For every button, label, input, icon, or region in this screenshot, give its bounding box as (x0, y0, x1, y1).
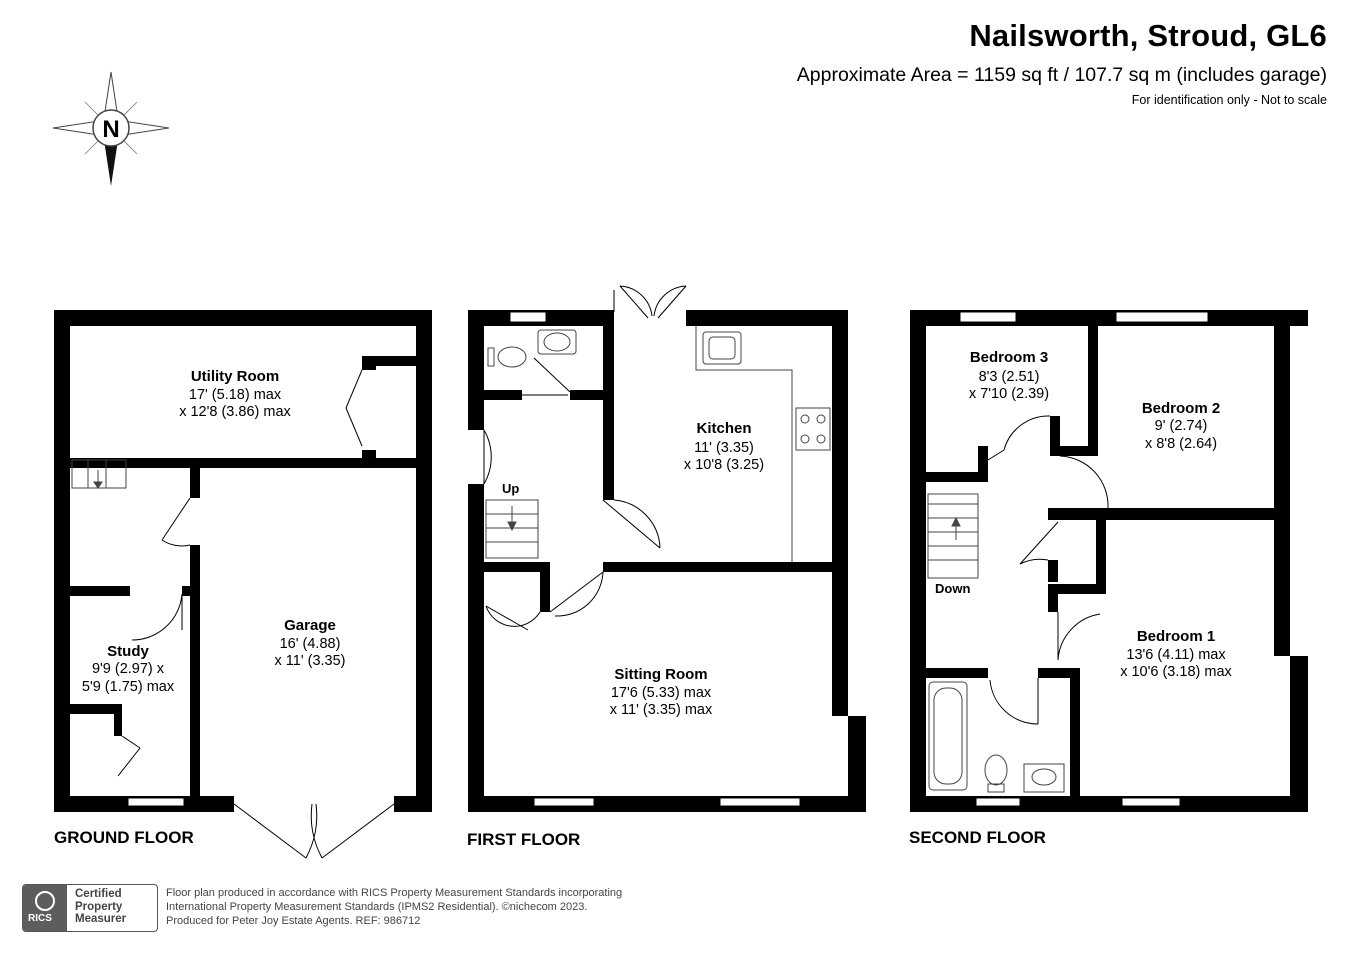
badge-text: Certified Property Measurer (75, 888, 126, 926)
sf-bed1-divider (1048, 508, 1290, 520)
rics-logo-text: RICS (28, 913, 52, 924)
gf-wall-left (54, 310, 70, 812)
first-floor-label: FIRST FLOOR (467, 830, 580, 849)
disclaimer-note: For identification only - Not to scale (1131, 93, 1327, 107)
study-dim1: 9'9 (2.97) x (92, 661, 165, 677)
bedroom3-dim1: 8'3 (2.51) (979, 369, 1040, 385)
ground-floor-plan: Utility Room 17' (5.18) max x 12'8 (3.86… (54, 310, 432, 859)
area-text: Approximate Area = 1159 sq ft / 107.7 sq… (796, 64, 1327, 86)
bedroom1-dim2: x 10'6 (3.18) max (1120, 664, 1232, 680)
gf-garage-wall-top (190, 468, 200, 498)
gf-garage-wall (190, 545, 200, 796)
garage-dim2: x 11' (3.35) (274, 653, 345, 669)
rics-logo: RICS (23, 885, 67, 931)
compass-north-label: N (102, 116, 119, 143)
gf-wall-bottom-right (394, 796, 432, 812)
sf-wall-right-top (1274, 310, 1290, 656)
rics-emblem-icon (35, 891, 55, 911)
badge-line3: Measurer (75, 913, 127, 925)
study-dim2: 5'9 (1.75) max (82, 679, 175, 695)
rics-certified-badge: RICS Certified Property Measurer (22, 884, 158, 932)
badge-line1: Certified (75, 888, 122, 900)
sitting-room-dim2: x 11' (3.35) max (610, 702, 713, 718)
ff-sitting-divider (603, 562, 832, 572)
sf-wall-bottom (910, 796, 1308, 812)
bedroom1-dim1: 13'6 (4.11) max (1126, 647, 1226, 663)
ground-floor-label: GROUND FLOOR (54, 828, 194, 847)
gf-wall-top (54, 310, 432, 326)
bedroom2-name: Bedroom 2 (1142, 400, 1220, 417)
ff-wall-left-top (468, 310, 484, 430)
garage-name: Garage (284, 617, 336, 634)
footer-line1: Floor plan produced in accordance with R… (166, 887, 623, 899)
ff-wall-bottom (468, 796, 866, 812)
ff-wall-right (832, 310, 848, 716)
ff-wall-top-right (686, 310, 848, 326)
gf-wall-right (416, 310, 432, 812)
ff-kitchen-wall (603, 310, 614, 500)
gf-cupboard-wall (70, 704, 122, 714)
second-floor-plan: Down Bedroom 3 8'3 (2.51) x 7'10 (2.39) … (909, 310, 1308, 847)
bedroom2-dim2: x 8'8 (2.64) (1145, 436, 1217, 452)
footer-notes: Floor plan produced in accordance with R… (166, 886, 622, 928)
utility-room-dim1: 17' (5.18) max (189, 387, 282, 403)
sitting-room-dim1: 17'6 (5.33) max (611, 685, 712, 701)
gf-study-wall-top (70, 586, 130, 596)
garage-dim1: 16' (4.88) (280, 636, 341, 652)
sf-bed2-wall (1088, 326, 1098, 456)
sitting-room-name: Sitting Room (614, 666, 707, 683)
badge-line2: Property (75, 900, 123, 913)
ff-stair-up-label: Up (502, 481, 519, 496)
second-floor-label: SECOND FLOOR (909, 828, 1046, 847)
kitchen-dim1: 11' (3.35) (694, 440, 754, 456)
first-floor-plan: Up Kitchen 11' (3.35) x 10'8 (3.25) Sitt… (467, 285, 866, 849)
study-name: Study (107, 643, 149, 660)
gf-utility-divider (70, 458, 416, 468)
footer-line2: International Property Measurement Stand… (166, 901, 588, 913)
bedroom3-name: Bedroom 3 (970, 349, 1048, 366)
property-title: Nailsworth, Stroud, GL6 (969, 18, 1327, 53)
kitchen-name: Kitchen (696, 420, 751, 437)
ff-wall-left-bottom (468, 484, 484, 812)
compass-rose: N (52, 71, 170, 186)
footer-line3: Produced for Peter Joy Estate Agents. RE… (166, 915, 421, 927)
sf-stair-down-label: Down (935, 581, 970, 596)
bedroom1-name: Bedroom 1 (1137, 628, 1215, 645)
utility-room-name: Utility Room (191, 368, 279, 385)
kitchen-dim2: x 10'8 (3.25) (684, 457, 764, 473)
bedroom3-dim2: x 7'10 (2.39) (969, 386, 1049, 402)
utility-room-dim2: x 12'8 (3.86) max (179, 404, 291, 420)
sf-wall-left (910, 310, 926, 812)
bedroom2-dim1: 9' (2.74) (1155, 418, 1208, 434)
